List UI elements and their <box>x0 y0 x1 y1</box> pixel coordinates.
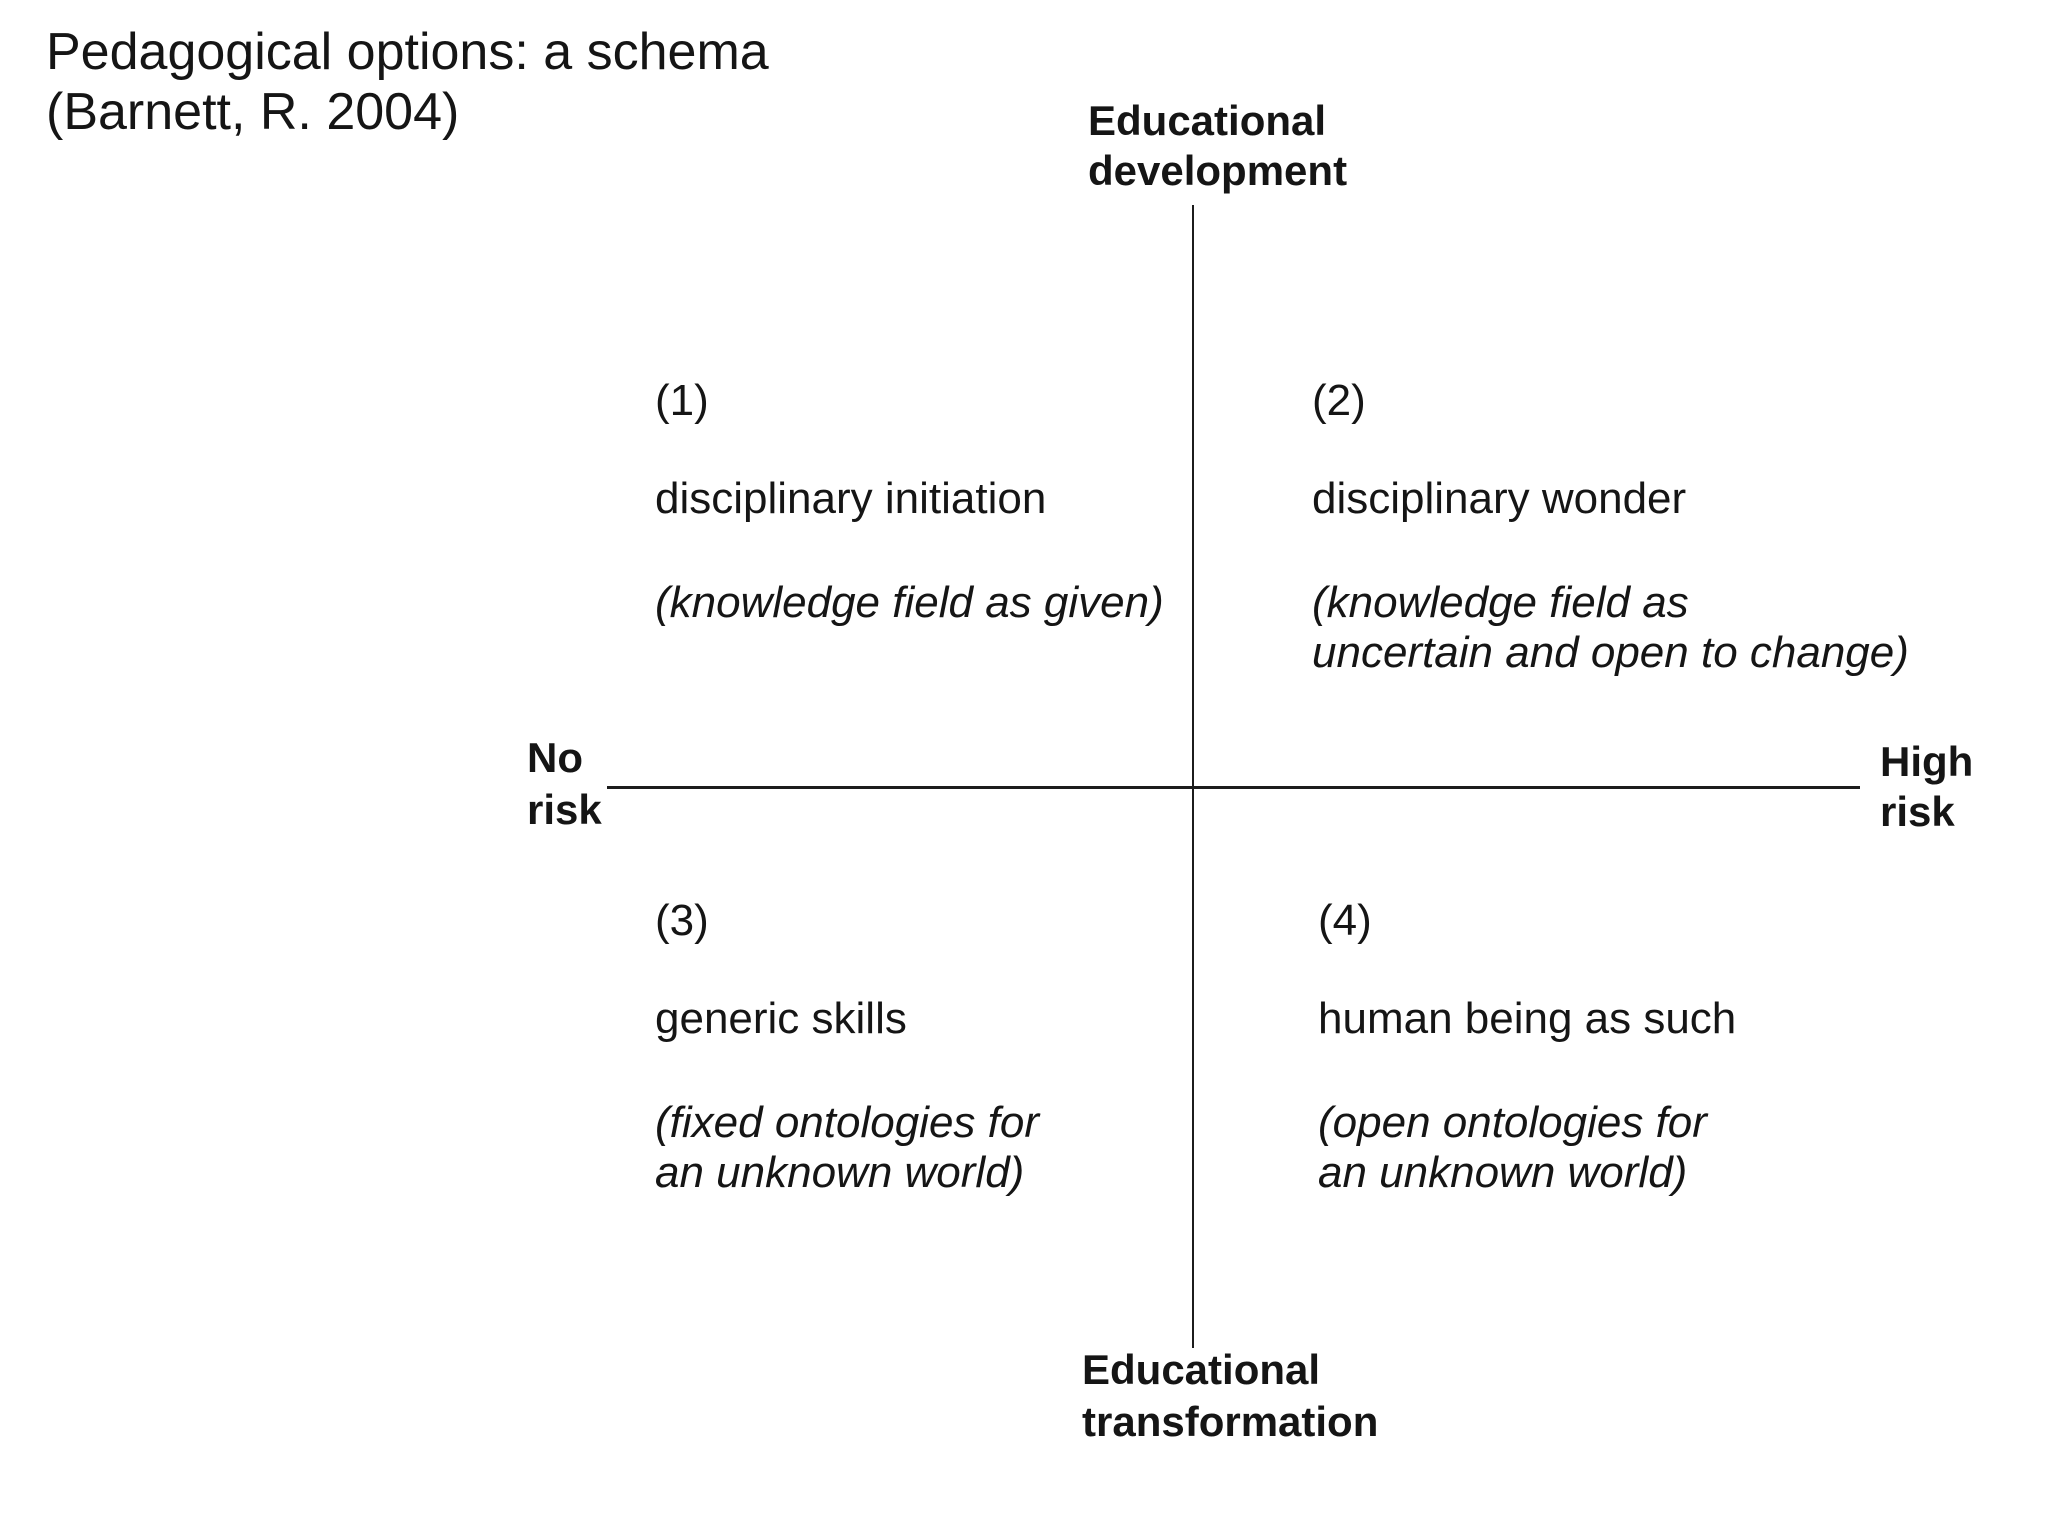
vertical-axis-line <box>1192 205 1194 1348</box>
axis-label-educational-transformation: Educational transformation <box>1082 1346 1379 1445</box>
quadrant-1-number: (1) <box>655 376 709 425</box>
quadrant-4: (4) human being as such (open ontologies… <box>1318 896 1736 1198</box>
quadrant-1-description: (knowledge field as given) <box>655 578 1164 627</box>
slide-title-line-2: (Barnett, R. 2004) <box>46 83 460 141</box>
quadrant-4-number: (4) <box>1318 896 1372 945</box>
quadrant-1: (1) disciplinary initiation (knowledge f… <box>655 376 1164 628</box>
quadrant-4-description: (open ontologies for an unknown world) <box>1318 1098 1707 1197</box>
horizontal-axis-line <box>607 786 1860 789</box>
axis-label-high-risk: High risk <box>1880 738 1974 835</box>
quadrant-3-name: generic skills <box>655 994 907 1043</box>
axis-label-educational-development: Educational development <box>1088 97 1348 194</box>
quadrant-3-number: (3) <box>655 896 709 945</box>
quadrant-2: (2) disciplinary wonder (knowledge field… <box>1312 376 1909 678</box>
quadrant-4-name: human being as such <box>1318 994 1737 1043</box>
slide-title: Pedagogical options: a schema (Barnett, … <box>46 22 769 142</box>
quadrant-3-description: (fixed ontologies for an unknown world) <box>655 1098 1039 1197</box>
quadrant-1-name: disciplinary initiation <box>655 474 1047 523</box>
quadrant-2-number: (2) <box>1312 376 1366 425</box>
quadrant-2-name: disciplinary wonder <box>1312 474 1687 523</box>
slide-title-line-1: Pedagogical options: a schema <box>46 23 769 81</box>
quadrant-2-description: (knowledge field as uncertain and open t… <box>1312 578 1909 677</box>
axis-label-no-risk: No risk <box>527 734 602 833</box>
quadrant-3: (3) generic skills (fixed ontologies for… <box>655 896 1039 1198</box>
